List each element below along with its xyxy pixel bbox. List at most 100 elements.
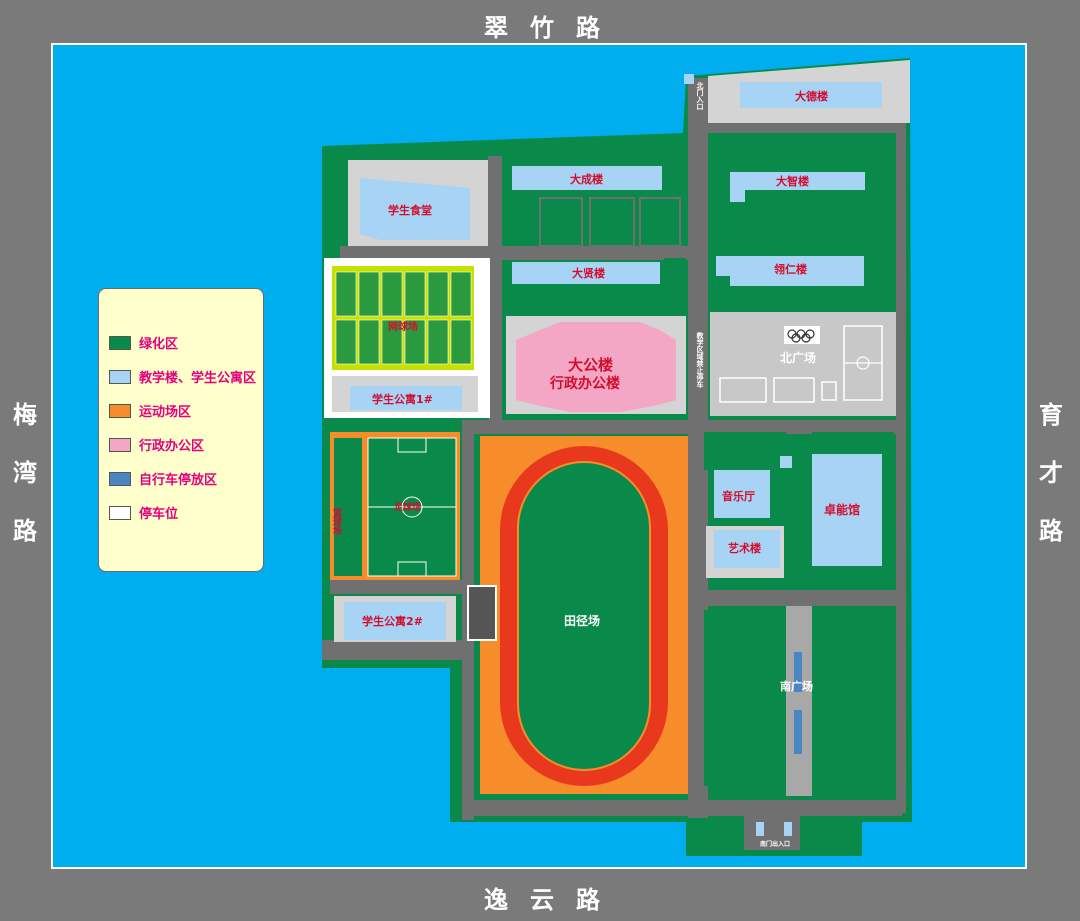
south-plaza-green-west: [704, 610, 786, 786]
north-plaza-parking: [719, 377, 837, 403]
road-east-label: 育才路: [1039, 401, 1063, 545]
road-north-label: 翠竹路: [484, 14, 622, 42]
green-strip-4: [826, 222, 866, 232]
building-admin-main-label: 大公楼: [568, 356, 613, 374]
tennis-court-unit: [381, 271, 403, 317]
building-daxian-label: 大贤楼: [572, 266, 605, 280]
building-music-label: 音乐厅: [722, 489, 755, 503]
tennis-court-unit: [450, 319, 472, 365]
legend-swatch-bike: [109, 471, 131, 486]
tennis-court-unit: [381, 319, 403, 365]
building-minren: [716, 256, 864, 286]
olympic-rings-board: [784, 326, 820, 344]
basketball-court-west: [334, 438, 362, 576]
tennis-court-unit: [450, 271, 472, 317]
track-infield: [517, 461, 651, 771]
legend-swatch-sports: [109, 403, 131, 418]
legend-swatch-teaching: [109, 369, 131, 384]
small-building: [780, 456, 792, 468]
green-strip-2: [762, 222, 788, 232]
gate-kiosk-west: [756, 822, 764, 836]
road-north: [700, 123, 904, 133]
legend-label-green: 绿化区: [139, 337, 179, 352]
road-dorm2-south: [322, 640, 462, 660]
legend-item-green: 绿化区: [109, 333, 178, 352]
building-dorm2-label: 学生公寓2#: [362, 614, 423, 628]
legend-label-sports: 运动场区: [139, 405, 192, 420]
football-goal-north: [397, 437, 427, 453]
map-legend: 绿化区 教学楼、学生公寓区 运动场区 行政办公区 自行车停放区 停车位: [98, 288, 264, 572]
building-dazhi-label: 大智楼: [776, 174, 809, 188]
building-gym: [812, 454, 882, 566]
basketball-center: [856, 356, 870, 370]
road-canteen-east: [488, 156, 502, 426]
bike-parking-2: [794, 710, 802, 754]
north-plaza-label: 北广场: [780, 350, 816, 365]
road-dorm2: [330, 580, 470, 594]
building-dazhi: [730, 172, 865, 202]
main-road-vertical: [688, 78, 708, 818]
green-gym: [812, 432, 894, 454]
road-south: [462, 800, 902, 816]
green-strip-3: [794, 222, 820, 232]
building-admin: [516, 322, 676, 412]
football-label: 足球场: [394, 501, 421, 513]
road-south-label: 逸云路: [484, 886, 622, 914]
basketball-label: 篮球场: [331, 507, 343, 536]
legend-item-teaching: 教学楼、学生公寓区: [109, 367, 256, 386]
building-dade: [740, 82, 882, 108]
building-dorm1-label: 学生公寓1#: [372, 392, 433, 406]
legend-item-bike: 自行车停放区: [109, 469, 217, 488]
building-gym-label: 卓能馆: [824, 502, 860, 517]
tennis-court-unit: [427, 319, 449, 365]
building-minren-label: 翎仁楼: [774, 262, 807, 276]
building-dorm1: [350, 386, 462, 410]
green-music: [704, 432, 786, 470]
south-plaza-label: 南广场: [780, 679, 813, 693]
olympic-rings-icon: [787, 329, 815, 343]
legend-item-sports: 运动场区: [109, 401, 191, 420]
building-canteen-label: 学生食堂: [388, 203, 432, 217]
tennis-court-unit: [404, 319, 426, 365]
legend-item-parking: 停车位: [109, 503, 178, 522]
building-dacheng-label: 大成楼: [570, 172, 603, 186]
tennis-court-unit: [358, 271, 380, 317]
building-music: [714, 470, 770, 518]
road-mid-2: [462, 420, 902, 434]
building-canteen: [360, 178, 470, 240]
tennis-court-unit: [427, 271, 449, 317]
legend-label-parking: 停车位: [139, 507, 179, 522]
building-admin-sub-label: 行政办公楼: [549, 375, 620, 392]
building-art: [714, 530, 780, 568]
building-art-label: 艺术楼: [728, 541, 761, 555]
south-plaza-axis: [786, 606, 812, 796]
building-dade-label: 大德楼: [795, 89, 828, 103]
grandstand: [467, 585, 497, 641]
gate-kiosk-east: [784, 822, 792, 836]
south-gate-label: 南门出入口: [760, 840, 790, 848]
road-west-label: 梅湾路: [13, 401, 37, 545]
north-gate-label: 北门入口: [696, 81, 705, 111]
legend-item-admin: 行政办公区: [109, 435, 204, 454]
tennis-grid: [335, 271, 472, 365]
road-east: [896, 123, 906, 813]
football-goal-south: [397, 561, 427, 577]
north-gate-marker: [684, 74, 694, 84]
tennis-label: 网球场: [388, 320, 418, 333]
south-plaza-green-east: [812, 610, 894, 786]
building-daxian: [512, 262, 660, 284]
legend-swatch-admin: [109, 437, 131, 452]
bike-parking-1: [794, 652, 802, 692]
south-plaza-circle: [786, 784, 812, 796]
green-plot-3: [639, 197, 681, 247]
tennis-court-unit: [335, 271, 357, 317]
building-dacheng: [512, 166, 662, 190]
legend-swatch-green: [109, 335, 131, 350]
tennis-court-unit: [358, 319, 380, 365]
legend-label-teaching: 教学楼、学生公寓区: [139, 371, 257, 386]
road-mid-1: [340, 246, 690, 260]
track-label: 田径场: [564, 613, 600, 628]
football-center-circle: [401, 496, 423, 518]
